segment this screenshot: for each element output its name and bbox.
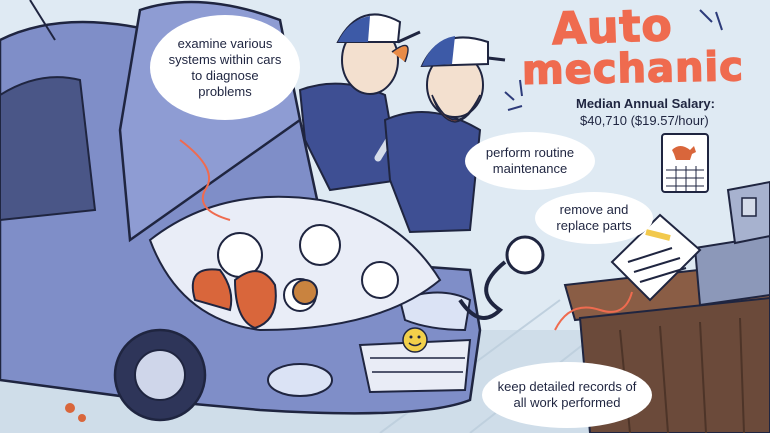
speech-bubble-diagnose: examine various systems within cars to d… bbox=[150, 15, 300, 120]
salary-label: Median Annual Salary: bbox=[576, 96, 715, 111]
speech-bubble-replace: remove and replace parts bbox=[535, 192, 653, 244]
speech-bubble-maintenance: perform routine maintenance bbox=[465, 132, 595, 190]
mechanic-left bbox=[298, 13, 421, 192]
crumb bbox=[78, 414, 86, 422]
squirrel-icon bbox=[191, 268, 318, 330]
speech-bubble-records: keep detailed records of all work perfor… bbox=[482, 362, 652, 428]
salary-value: $40,710 ($19.57/hour) bbox=[580, 113, 709, 128]
mechanic-right bbox=[383, 36, 545, 320]
dog-calendar-icon bbox=[661, 133, 709, 193]
arrow-squiggle-records bbox=[554, 291, 633, 331]
smiley-face-icon bbox=[402, 327, 428, 353]
crumb bbox=[65, 403, 75, 413]
arrow-squiggle-diagnose bbox=[179, 139, 231, 221]
title-mechanic: mechanic bbox=[521, 43, 745, 94]
toolbox bbox=[693, 180, 770, 307]
sparkle-icon bbox=[504, 9, 723, 111]
